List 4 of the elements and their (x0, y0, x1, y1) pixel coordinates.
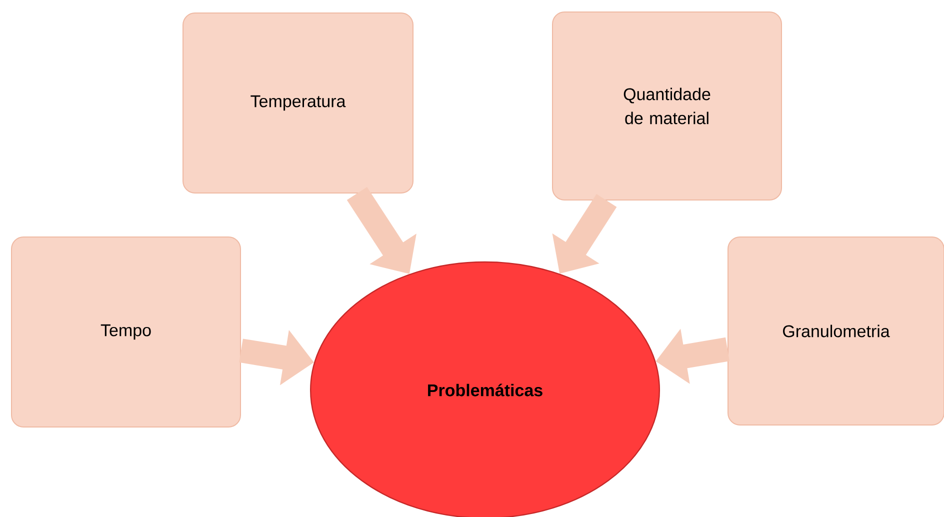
factor-box: Temperatura (182, 12, 414, 194)
factor-box: Quantidade de material (552, 12, 782, 200)
factor-box: Tempo (11, 236, 241, 428)
factor-box: Granulometria (728, 236, 944, 426)
